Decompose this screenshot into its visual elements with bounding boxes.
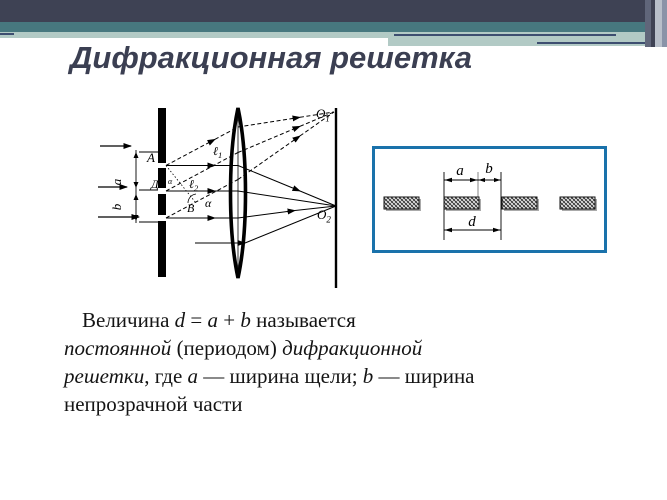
slit-width-label: a xyxy=(109,178,124,185)
header-teal-bar xyxy=(0,22,667,32)
zero-order-rays xyxy=(166,162,337,246)
text-line: решетки, где a — ширина щели; b — ширина xyxy=(64,362,484,390)
point-a-label: A xyxy=(146,150,155,165)
point-b-label: В xyxy=(187,201,195,215)
lens xyxy=(228,107,248,279)
first-order-rays xyxy=(165,111,335,219)
text-segment: b xyxy=(362,364,374,388)
text-segment: постоянной xyxy=(64,336,172,360)
text-segment: a xyxy=(187,364,199,388)
slit-dimensions xyxy=(133,150,158,223)
text-segment: дифракционной xyxy=(282,336,423,360)
corner-stripes xyxy=(645,0,667,47)
text-line: Величина d = a + b называется xyxy=(64,306,484,334)
ray1-label: ℓ1 xyxy=(213,144,222,160)
angle-alpha-label: α xyxy=(205,196,212,210)
grating-period-diagram: a b d xyxy=(372,146,607,253)
slide-title: Дифракционная решетка xyxy=(70,40,472,75)
text-segment: b xyxy=(240,308,251,332)
grating-bars xyxy=(383,196,597,211)
grating-bar xyxy=(158,108,166,277)
text-segment: — ширина xyxy=(373,364,475,388)
focus-o1-label: O1 xyxy=(316,106,330,124)
header-pale-stripe xyxy=(0,32,667,38)
text-segment: (периодом) xyxy=(171,336,283,360)
dim-d-label: d xyxy=(468,214,476,230)
text-segment: d xyxy=(174,308,186,332)
text-segment: непрозрачной части xyxy=(64,392,243,416)
text-line: непрозрачной части xyxy=(64,390,484,418)
opaque-width-label: b xyxy=(109,203,124,210)
focus-o2-label: O2 xyxy=(317,207,331,225)
ray2-label: ℓ2 xyxy=(189,177,199,193)
text-line: постоянной (периодом) дифракционной xyxy=(64,334,484,362)
dimension-ab xyxy=(444,177,501,183)
accent-line-left xyxy=(0,33,14,35)
incoming-rays xyxy=(98,143,140,220)
accent-line-2 xyxy=(537,42,658,44)
text-segment: a xyxy=(207,308,219,332)
text-segment: = xyxy=(185,308,208,332)
point-d-label: Д xyxy=(150,177,160,191)
text-segment: называется xyxy=(250,308,356,332)
text-segment: — ширина щели; xyxy=(198,364,363,388)
angle-alpha-small-label: α xyxy=(168,177,173,186)
dim-a-label: a xyxy=(456,163,464,179)
path-difference-construction xyxy=(165,165,197,204)
text-segment: + xyxy=(218,308,241,332)
accent-line-1 xyxy=(394,34,616,36)
dim-b-label: b xyxy=(485,161,493,177)
lens-ray-diagram: a b A Д xyxy=(98,106,338,288)
header-dark-bar xyxy=(0,0,667,22)
text-segment: Величина xyxy=(82,308,175,332)
dimension-d xyxy=(444,227,501,233)
text-segment: решетки xyxy=(64,364,145,388)
text-segment: , где xyxy=(144,364,188,388)
